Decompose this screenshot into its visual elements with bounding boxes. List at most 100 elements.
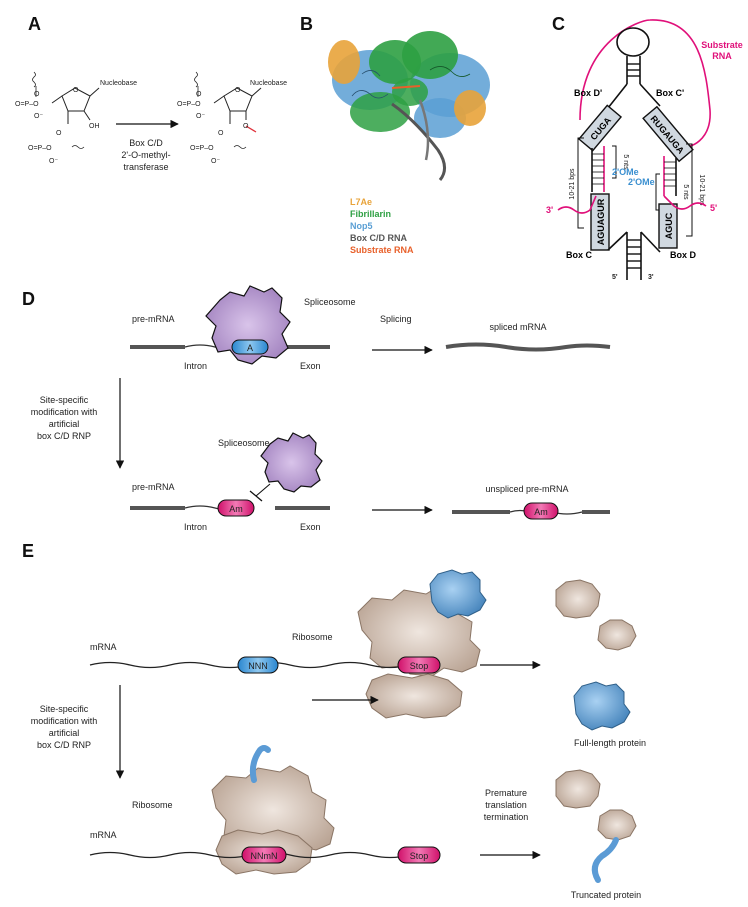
inhibition-line [255,483,271,497]
panel-a-letter: A [28,14,41,34]
svg-text:O: O [56,130,62,137]
nascent-peptide-bottom [249,745,271,783]
mrna-top-label: mRNA [90,642,117,652]
svg-text:O=P–O: O=P–O [28,145,52,152]
svg-text:O⁻: O⁻ [211,158,220,165]
site-label-d-2: modification with [31,407,98,417]
stop-codon-top-pill [397,656,441,674]
o-minus-left: O⁻ [34,113,43,120]
truncated-label: Truncated protein [571,890,641,900]
substrate-tail-left [557,195,597,214]
stop-bottom-label: Stop [410,851,429,861]
nnn-codon-pill [237,656,279,674]
nnmn-codon-pill [241,846,287,864]
ribosome-top-small [365,673,463,719]
am-pill-bottom [217,499,255,517]
stem-rungs-left [592,153,604,185]
box-c-label: Box C [566,250,593,260]
premature-label-3: termination [484,812,529,822]
legend-fibrillarin: Fibrillarin [350,209,391,219]
box-cuga: CUGA [577,104,623,152]
ome-left: 2'OMe [612,167,639,177]
box-d-prime: Box D' [574,88,602,98]
substrate-rna-label-2: RNA [712,51,732,61]
nnmn-label: NNmN [251,851,278,861]
nucleobase-left: Nucleobase [100,80,137,87]
nts-right: 5 nts [682,184,689,200]
svg-text:O: O [235,87,241,94]
splicing-label: Splicing [380,314,412,324]
pre-mrna-top-label: pre-mRNA [132,314,175,324]
box-d-label: Box D [670,250,697,260]
stem-rungs-right [664,161,676,187]
legend-l7ae: L7Ae [350,197,372,207]
panel-d: D pre-mRNA Spliceosome A Intron Exon Spl… [22,285,611,532]
panel-b-letter: B [300,14,313,34]
am-label-bottom: Am [229,504,243,514]
svg-text:O⁻: O⁻ [49,158,58,165]
legend-substrate-rna: Substrate RNA [350,245,414,255]
a-nucleotide-label: A [247,343,253,353]
substrate-tail-right [663,195,707,210]
ribosome-subunit-free-4 [597,809,637,841]
bottom-stem-rungs [627,239,641,269]
protein-structure-image [328,31,490,181]
seq-aguagur: AGUAGUR [596,198,606,245]
legend-boxcd-rna: Box C/D RNA [350,233,408,243]
nnn-label: NNN [248,661,268,671]
site-label-e-1: Site-specific [40,704,89,714]
bps-left: 10-21 bps [569,168,576,200]
box-c-prime: Box C' [656,88,684,98]
panel-a: A O Nucleobase OH O=P–O O O⁻ O O=P–O O⁻ … [15,14,287,172]
legend-nop5: Nop5 [350,221,373,231]
ribose-left: O Nucleobase OH O=P–O O O⁻ O O=P–O O⁻ [15,71,137,165]
ribosome-subunit-free-1 [555,579,601,619]
spliced-mrna-strand [445,342,611,352]
premature-label-2: translation [485,800,527,810]
end-5-bottom: 5' [612,274,618,281]
phosphate-left: O=P–O [15,101,39,108]
panel-e: E Ribosome mRNA NNN Stop Full-length pro… [22,541,646,900]
box-rugauga: RUGAUGA [642,105,694,163]
exon-bottom-label: Exon [300,522,321,532]
intron-top-label: Intron [184,361,207,371]
ribosome-subunit-free-2 [597,619,637,651]
site-label-d-3: artificial [49,419,80,429]
ribosome-bottom-label: Ribosome [132,800,173,810]
methyl-group-mark [245,125,257,133]
svg-text:O: O [73,87,79,94]
exon-top-label: Exon [300,361,321,371]
end-5-right: 5' [710,203,717,213]
unspliced-label: unspliced pre-mRNA [485,484,568,494]
site-label-e-2: modification with [31,716,98,726]
svg-text:O=P–O: O=P–O [177,101,201,108]
spliceosome-top [205,285,291,365]
svg-text:O: O [218,130,224,137]
am-label-right: Am [534,507,548,517]
panel-c: C Substrate RNA Box D' Box C' CUGA RUGAU… [546,14,743,281]
full-length-label: Full-length protein [574,738,646,748]
oh-label: OH [89,123,100,130]
svg-text:O: O [243,123,249,130]
spliceosome-bottom [260,432,323,493]
panel-e-letter: E [22,541,34,561]
ome-right: 2'OMe [628,177,655,187]
hairpin-loop [616,27,650,57]
nucleobase-right: Nucleobase [250,80,287,87]
am-pill-right [523,502,559,520]
box-aguc: AGUC [658,203,678,249]
svg-text:O: O [196,91,202,98]
substrate-rna-label-1: Substrate [701,40,743,50]
arrow-label-1: Box C/D [129,138,163,148]
mrna-bottom-label: mRNA [90,830,117,840]
bps-right: 10-21 bps [698,174,705,206]
nts-left: 5 nts [622,154,629,170]
end-3-left: 3' [546,205,553,215]
ribosome-top-label: Ribosome [292,632,333,642]
premature-label-1: Premature [485,788,527,798]
stop-top-label: Stop [410,661,429,671]
nascent-protein-top [429,569,487,619]
panel-d-letter: D [22,289,35,309]
svg-text:O: O [34,91,40,98]
